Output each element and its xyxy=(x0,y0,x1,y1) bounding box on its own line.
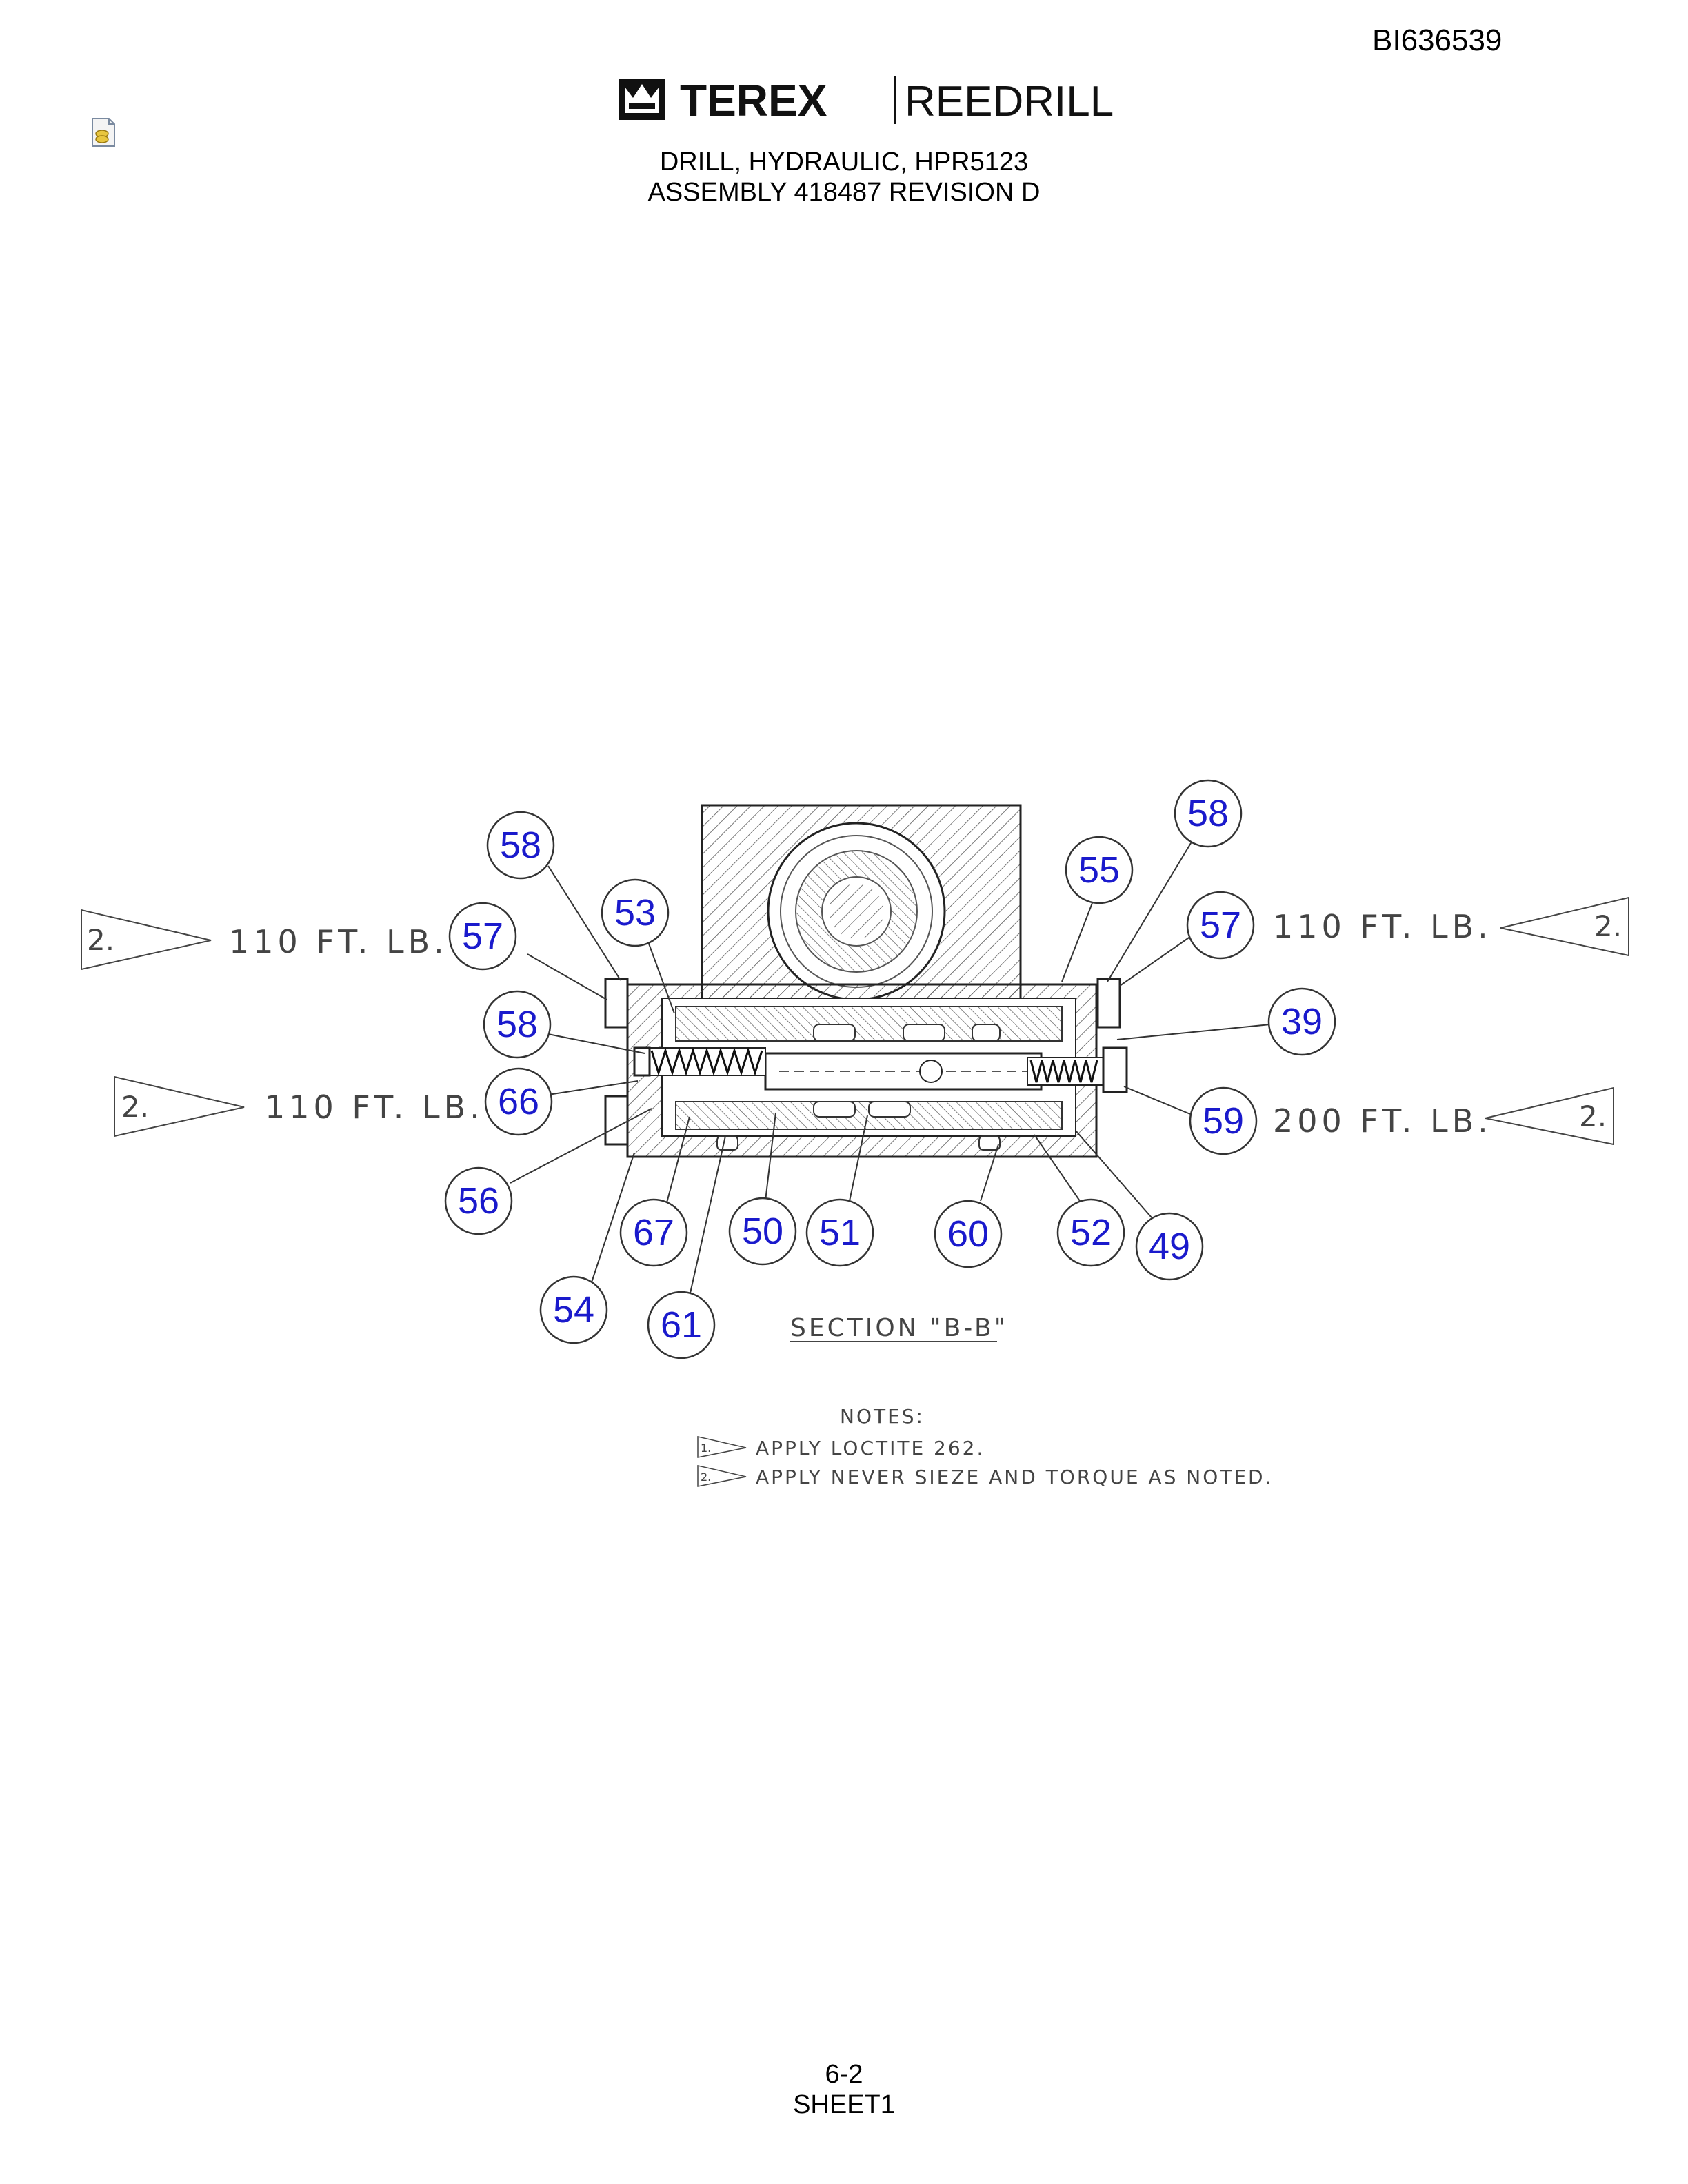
svg-text:56: 56 xyxy=(458,1180,499,1222)
svg-text:58: 58 xyxy=(500,825,541,866)
balloon-54: 54 xyxy=(539,1275,608,1344)
note-1: APPLY LOCTITE 262. xyxy=(756,1437,985,1459)
upper-housing-block xyxy=(701,804,1022,1013)
svg-text:110 FT. LB.: 110 FT. LB. xyxy=(229,923,448,960)
svg-text:57: 57 xyxy=(462,916,503,957)
svg-text:52: 52 xyxy=(1070,1212,1112,1253)
logo-brand-left: TEREX xyxy=(680,76,827,125)
svg-text:200 FT. LB.: 200 FT. LB. xyxy=(1273,1102,1492,1140)
torque-callout-right-top: 2. 110 FT. LB. xyxy=(1273,896,1629,957)
part-balloons: 58 53 57 58 66 56 67 50 51 60 52 49 54 6… xyxy=(444,779,1336,1359)
balloon-52: 52 xyxy=(1056,1198,1125,1267)
logo-brand-right: REEDRILL xyxy=(905,78,1114,125)
svg-text:53: 53 xyxy=(614,892,656,933)
sheet-label: SHEET1 xyxy=(793,2090,895,2119)
balloon-58-top-right: 58 xyxy=(1174,779,1243,848)
svg-text:110 FT. LB.: 110 FT. LB. xyxy=(1273,908,1492,945)
page-number: 6-2 xyxy=(825,2060,863,2089)
svg-text:67: 67 xyxy=(633,1212,674,1253)
drawing-title-line2: ASSEMBLY 418487 REVISION D xyxy=(647,178,1041,207)
svg-text:50: 50 xyxy=(742,1211,783,1252)
svg-text:59: 59 xyxy=(1203,1100,1244,1142)
svg-text:54: 54 xyxy=(553,1289,594,1331)
balloon-58-mid-left: 58 xyxy=(483,990,552,1059)
balloon-59: 59 xyxy=(1189,1086,1258,1155)
balloon-60: 60 xyxy=(934,1200,1003,1268)
svg-text:58: 58 xyxy=(1187,793,1229,834)
svg-text:57: 57 xyxy=(1200,904,1241,946)
balloon-39: 39 xyxy=(1267,987,1336,1056)
balloon-49: 49 xyxy=(1135,1212,1204,1281)
torque-callout-right-bottom: 2. 200 FT. LB. xyxy=(1273,1086,1614,1146)
svg-text:55: 55 xyxy=(1078,849,1120,891)
balloon-57-right: 57 xyxy=(1186,891,1255,960)
leader-lines xyxy=(510,839,1271,1297)
balloon-61: 61 xyxy=(647,1291,716,1359)
note-2: APPLY NEVER SIEZE AND TORQUE AS NOTED. xyxy=(756,1466,1274,1488)
svg-text:1.: 1. xyxy=(701,1442,711,1455)
balloon-66: 66 xyxy=(484,1067,553,1136)
svg-text:39: 39 xyxy=(1281,1001,1323,1042)
attachment-file-icon[interactable] xyxy=(90,117,117,148)
section-label: SECTION "B-B" xyxy=(790,1314,1008,1342)
notes-title: NOTES: xyxy=(840,1405,925,1428)
svg-text:61: 61 xyxy=(661,1304,702,1346)
notes-block: NOTES: 1. APPLY LOCTITE 262. 2. APPLY NE… xyxy=(697,1405,1274,1488)
valve-body xyxy=(604,978,1128,1158)
balloon-55: 55 xyxy=(1065,836,1134,904)
svg-text:60: 60 xyxy=(947,1213,989,1255)
svg-text:49: 49 xyxy=(1149,1226,1190,1267)
svg-text:2.: 2. xyxy=(87,923,114,957)
terex-reedrill-logo: TEREX REEDRILL xyxy=(619,76,1114,125)
drawing-title-line1: DRILL, HYDRAULIC, HPR5123 xyxy=(659,148,1029,176)
svg-text:51: 51 xyxy=(819,1212,861,1253)
document-id: BI636539 xyxy=(1372,23,1503,57)
torque-callout-left-top: 2. 110 FT. LB. xyxy=(81,909,448,971)
svg-text:2.: 2. xyxy=(701,1470,711,1484)
balloon-57-left: 57 xyxy=(448,902,517,971)
svg-text:66: 66 xyxy=(498,1081,539,1122)
balloon-51: 51 xyxy=(805,1198,874,1267)
balloon-53: 53 xyxy=(601,878,670,947)
svg-text:58: 58 xyxy=(496,1004,538,1045)
svg-text:2.: 2. xyxy=(1594,909,1622,943)
balloon-67: 67 xyxy=(619,1198,688,1267)
svg-text:2.: 2. xyxy=(121,1090,149,1124)
balloon-56: 56 xyxy=(444,1166,513,1235)
svg-text:110 FT. LB.: 110 FT. LB. xyxy=(265,1089,484,1126)
balloon-50: 50 xyxy=(728,1197,797,1266)
svg-text:2.: 2. xyxy=(1579,1100,1607,1133)
torque-callout-left-bottom: 2. 110 FT. LB. xyxy=(114,1075,484,1138)
balloon-58-top-left: 58 xyxy=(486,811,555,880)
